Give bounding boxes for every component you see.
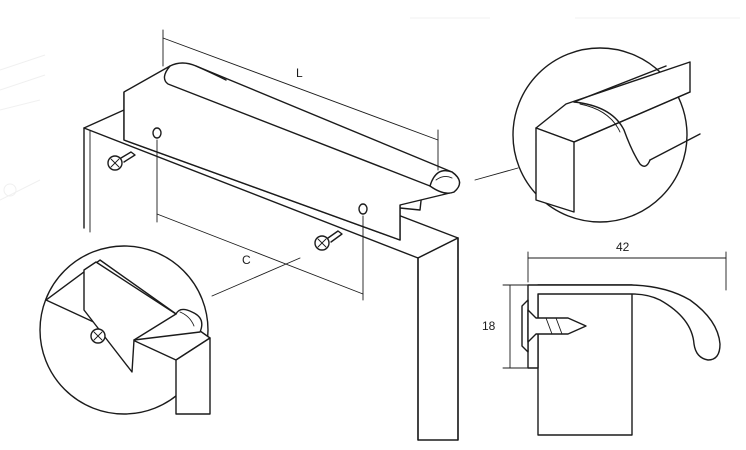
width-label: 42 <box>616 240 630 254</box>
dimension-length: L <box>162 29 439 171</box>
detail-view-bottom <box>39 245 211 415</box>
mounting-hole-left <box>152 127 162 139</box>
detail-view-top <box>512 47 701 223</box>
mounting-hole-right <box>358 203 368 215</box>
leader-line-top <box>474 167 519 181</box>
dimension-center-distance: C <box>156 139 364 301</box>
screw-left <box>107 151 136 171</box>
length-label: L <box>296 66 303 80</box>
leader-line-bottom <box>211 257 301 297</box>
edge-pull-handle <box>123 62 461 241</box>
section-view: 42 18 <box>482 240 727 436</box>
screw-right <box>314 230 343 251</box>
center-distance-label: C <box>242 253 251 267</box>
background-watermark <box>0 17 740 201</box>
height-label: 18 <box>482 319 496 333</box>
